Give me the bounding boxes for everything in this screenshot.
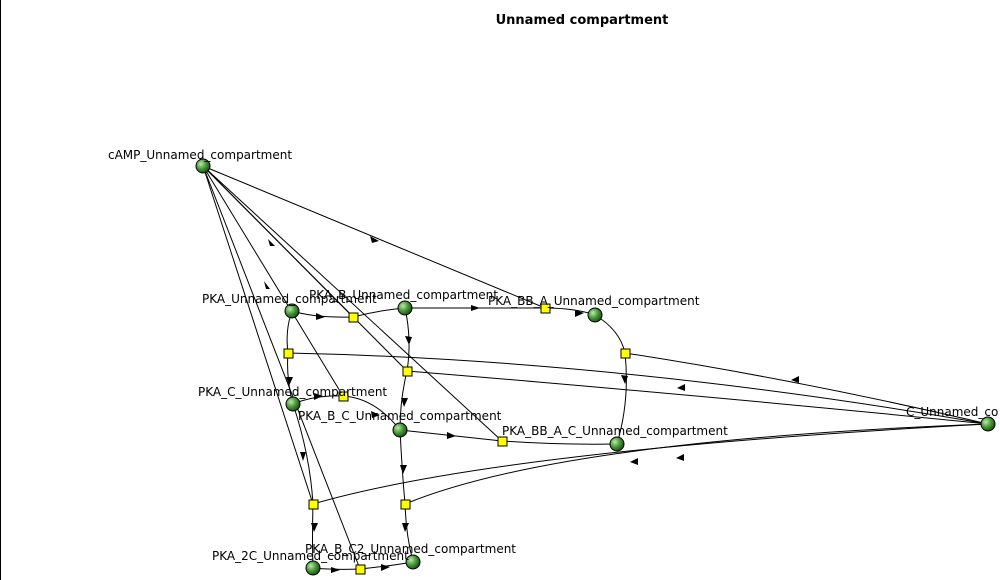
reaction-node[interactable]: [283, 348, 294, 359]
arrowhead: [447, 432, 456, 439]
species-label-pka-b: PKA_B_Unnamed_compartment: [309, 288, 498, 302]
edge: [292, 403, 314, 505]
species-node-pka-b-c[interactable]: [392, 422, 408, 438]
edge-arrowheads: [264, 236, 799, 573]
arrowhead: [331, 567, 340, 573]
edge: [616, 352, 627, 445]
arrowhead: [311, 523, 318, 532]
edge: [202, 165, 546, 309]
species-label-pka-bb-a: PKA_BB_A_Unnamed_compartment: [488, 294, 700, 308]
arrowhead: [677, 384, 685, 391]
arrowhead: [471, 305, 480, 311]
arrowhead: [400, 465, 407, 474]
arrowhead: [621, 375, 628, 384]
species-label-pka-2c: PKA_2C_Unnamed_compartment: [212, 549, 409, 563]
arrowhead: [401, 398, 408, 407]
arrowhead: [676, 454, 684, 461]
edge: [202, 165, 503, 442]
species-label-pka-b-c: PKA_B_C_Unnamed_compartment: [298, 409, 502, 423]
edge: [624, 352, 989, 425]
species-node-pka[interactable]: [284, 303, 300, 319]
edge: [202, 165, 344, 397]
edge: [202, 165, 361, 570]
reaction-node[interactable]: [338, 391, 349, 402]
species-nodes: [195, 158, 996, 576]
reaction-node[interactable]: [355, 564, 366, 575]
reaction-node[interactable]: [620, 348, 631, 359]
edge: [312, 423, 989, 505]
reaction-nodes: [283, 303, 631, 575]
arrowhead: [405, 336, 412, 345]
species-label-pka-bb-a-c: PKA_BB_A_C_Unnamed_compartment: [502, 424, 728, 438]
edge: [352, 307, 406, 318]
compartment-title: Unnamed compartment: [496, 13, 669, 28]
arrowhead: [791, 376, 799, 383]
edge: [202, 165, 314, 505]
species-node-pka-b[interactable]: [397, 300, 413, 316]
arrowhead: [286, 377, 293, 386]
arrowhead: [575, 310, 584, 317]
species-labels: cAMP_Unnamed_compartment PKA_Unnamed_com…: [108, 148, 998, 563]
species-node-pka-b-c2[interactable]: [405, 554, 421, 570]
edge: [406, 370, 989, 425]
species-node-camp[interactable]: [195, 158, 211, 174]
arrowhead: [268, 239, 275, 246]
species-label-c: C_Unnamed_co: [906, 405, 998, 419]
reaction-node[interactable]: [497, 436, 508, 447]
edge: [287, 352, 989, 425]
arrowhead: [300, 452, 306, 461]
arrowhead: [264, 281, 270, 289]
arrowhead: [402, 523, 409, 532]
species-node-pka-bb-a[interactable]: [587, 307, 603, 323]
reaction-node[interactable]: [402, 366, 413, 377]
species-node-pka-2c[interactable]: [305, 560, 321, 576]
edge: [202, 165, 354, 318]
reaction-node[interactable]: [348, 312, 359, 323]
edge: [544, 307, 596, 316]
reaction-node[interactable]: [400, 499, 411, 510]
arrowhead: [316, 313, 325, 320]
arrowhead: [371, 411, 380, 418]
arrowhead: [314, 393, 323, 400]
arrowhead: [630, 458, 638, 465]
species-label-camp: cAMP_Unnamed_compartment: [108, 148, 292, 162]
species-label-pka-c: PKA_C_Unnamed_compartment: [198, 385, 387, 399]
species-node-pka-c[interactable]: [285, 396, 301, 412]
reaction-node[interactable]: [308, 499, 319, 510]
species-node-c[interactable]: [980, 416, 996, 432]
species-label-pka-b-c2: PKA_B_C2_Unnamed_compartment: [305, 542, 516, 556]
arrowhead: [381, 564, 390, 571]
species-label-pka: PKA_Unnamed_compartment: [202, 292, 377, 306]
reaction-node[interactable]: [540, 303, 551, 314]
edge: [501, 440, 618, 445]
reaction-edges: [202, 165, 989, 570]
edge: [404, 423, 989, 505]
species-node-pka-bb-a-c[interactable]: [609, 436, 625, 452]
arrowhead: [370, 236, 379, 243]
